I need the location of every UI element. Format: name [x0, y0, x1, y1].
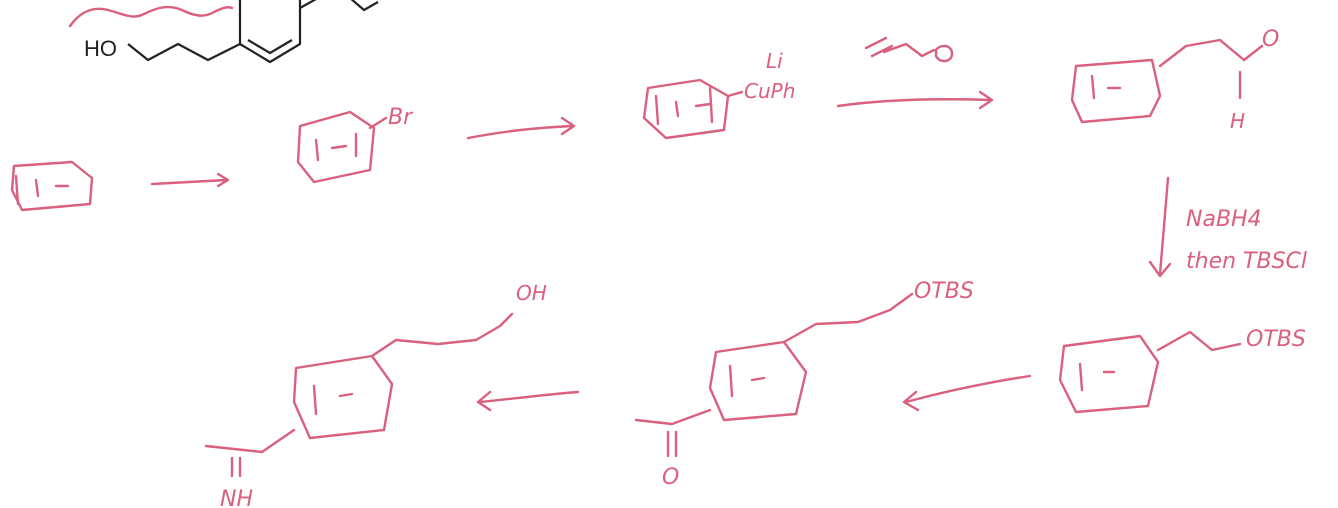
reagent-oxygen-ring	[934, 44, 954, 63]
bromobenzene: Br	[296, 105, 414, 184]
otbs-right-label: OTBS	[1246, 327, 1306, 352]
tbs-ether-ketone: OTBS O	[634, 279, 974, 490]
printed-substituent	[299, 0, 379, 12]
arrow-5	[902, 374, 1032, 412]
benzene-start	[10, 160, 94, 212]
arrow-2	[466, 116, 576, 140]
printed-chain	[127, 42, 241, 62]
oh-label: OH	[516, 281, 547, 305]
reagent-alkene-aldehyde	[864, 36, 936, 58]
phenylacetaldehyde: O H	[1070, 27, 1279, 133]
reagent-then-tbscl: then TBSCl	[1186, 249, 1307, 274]
arrow-1	[150, 172, 230, 188]
arrow-4-down	[1148, 176, 1172, 278]
arrow-3	[836, 90, 994, 110]
printed-ring	[238, 0, 302, 64]
li-label: Li	[766, 49, 783, 73]
otbs-middle-label: OTBS	[914, 279, 974, 304]
reagent-nabh4: NaBH4	[1186, 207, 1262, 232]
ketone-o-label: O	[662, 465, 679, 490]
tbs-ether-right: OTBS	[1058, 327, 1306, 414]
aldehyde-o-label: O	[1262, 27, 1279, 52]
arrow-6	[476, 390, 580, 412]
printed-structure: HO	[84, 0, 379, 64]
chain-annotation-scribble	[68, 5, 234, 28]
phenyl-cuprate: Li CuPh	[642, 49, 795, 140]
nh-label: NH	[220, 487, 253, 508]
cuph-label: CuPh	[744, 79, 795, 103]
aldehyde-h-label: H	[1230, 109, 1245, 133]
br-label: Br	[388, 105, 414, 130]
imine-alcohol-product: OH NH	[204, 281, 547, 508]
printed-ho-label: HO	[84, 36, 117, 61]
